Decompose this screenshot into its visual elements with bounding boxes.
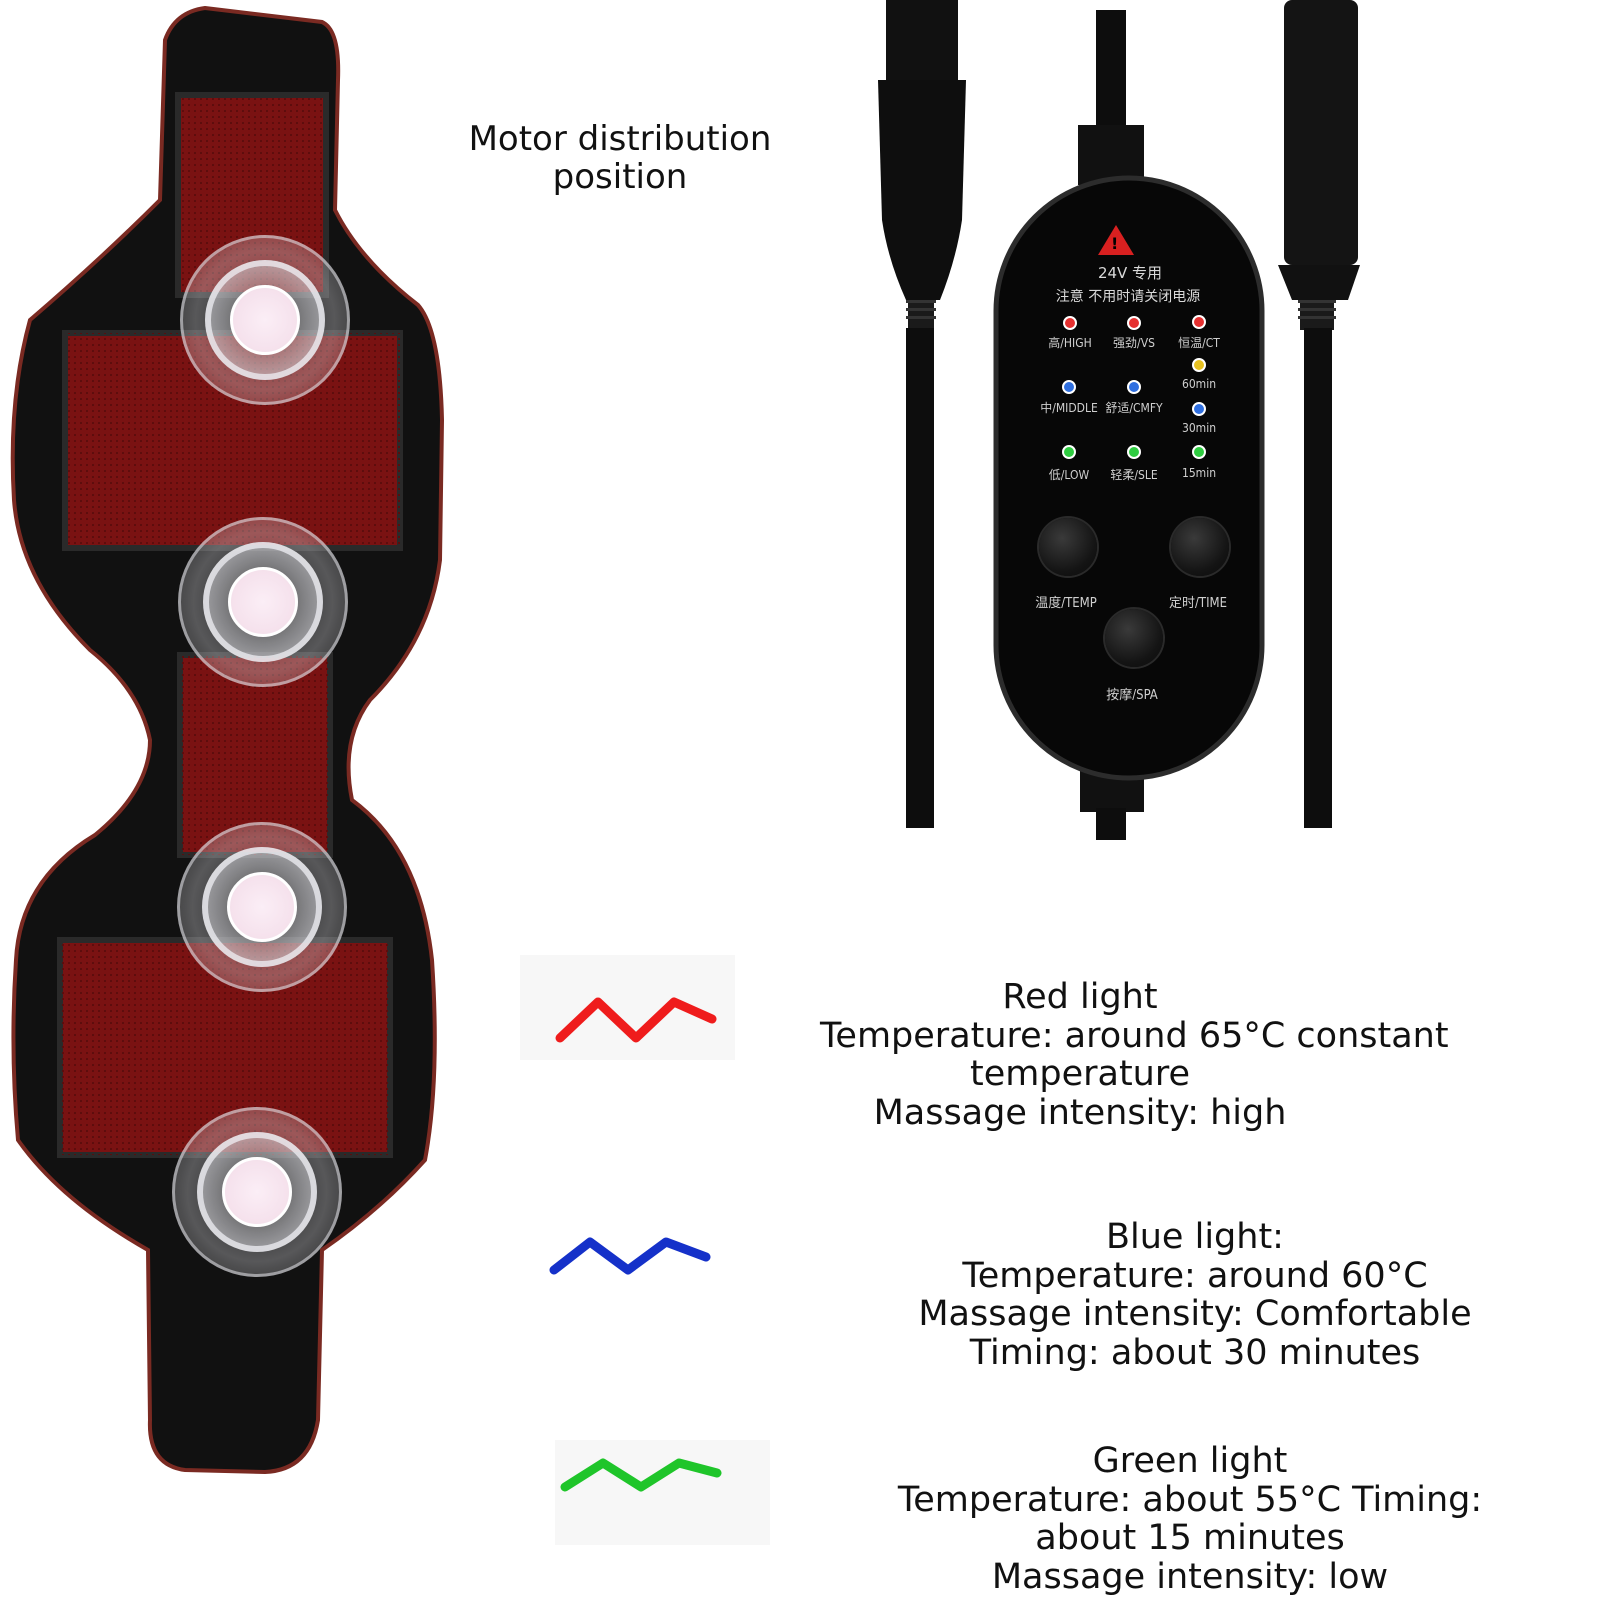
led-label-15min: 15min [1181,466,1217,480]
green-light-line-2: Temperature: about 55°C Timing: [897,1479,1483,1520]
led-15min [1192,445,1206,459]
motor-distribution-title: Motor distribution position [420,120,820,196]
title-line-1: Motor distribution [468,119,772,159]
led-cmfy [1127,380,1141,394]
motor-2 [178,517,348,687]
spa-button[interactable] [1105,609,1163,667]
remote-notice-label: 注意 不用时请关闭电源 [1055,289,1201,305]
green-light-title: Green light [1092,1441,1288,1481]
red-light-title: Red light [1002,977,1158,1017]
led-label-high: 高/HIGH [1048,336,1092,350]
spa-button-label: 按摩/SPA [1106,688,1158,703]
led-label-30min: 30min [1181,421,1217,435]
green-wave-icon [560,1458,722,1492]
motor-1 [180,235,350,405]
red-wave-icon [555,997,717,1043]
led-middle [1062,380,1076,394]
led-sle [1127,445,1141,459]
led-label-middle: 中/MIDDLE [1040,401,1098,415]
led-label-sle: 轻柔/SLE [1110,468,1158,482]
massage-belt-illustration [10,5,445,1475]
time-button-label: 定时/TIME [1168,596,1228,611]
remote-controller-illustration [878,0,1360,840]
green-light-description: Green light Temperature: about 55°C Timi… [895,1442,1485,1596]
blue-light-description: Blue light: Temperature: around 60°C Mas… [905,1218,1485,1372]
blue-light-line-3: Massage intensity: Comfortable [918,1294,1472,1334]
blue-light-title: Blue light: [1106,1217,1284,1257]
time-button[interactable] [1171,518,1229,576]
led-ct [1192,315,1206,329]
green-light-line-3: about 15 minutes [1035,1518,1345,1558]
blue-wave-swatch [520,1215,735,1320]
title-line-2: position [552,157,688,197]
led-label-vs: 强劲/VS [1113,336,1155,350]
led-low [1062,445,1076,459]
motor-4 [172,1107,342,1277]
led-30min [1192,402,1206,416]
warning-icon [1098,225,1134,255]
red-light-description: Red light Temperature: around 65°C const… [820,977,1449,1133]
temp-button[interactable] [1039,518,1097,576]
led-high [1063,316,1077,330]
red-light-line-4: Massage intensity: high [873,1092,1287,1133]
blue-wave-icon [549,1237,711,1275]
blue-light-line-2: Temperature: around 60°C [962,1255,1428,1296]
led-label-ct: 恒温/CT [1178,336,1220,350]
green-light-line-4: Massage intensity: low [991,1556,1389,1597]
motor-3 [177,822,347,992]
red-light-line-2: Temperature: around 65°C constant [820,1015,1449,1056]
led-label-60min: 60min [1181,377,1217,391]
led-vs [1127,316,1141,330]
blue-light-line-4: Timing: about 30 minutes [969,1332,1421,1373]
remote-voltage-label: 24V 专用 [1097,264,1163,282]
temp-button-label: 温度/TEMP [1035,596,1097,611]
red-wave-swatch [520,955,735,1060]
green-wave-swatch [555,1440,770,1545]
led-label-cmfy: 舒适/CMFY [1105,401,1163,415]
led-60min [1192,358,1206,372]
led-label-low: 低/LOW [1048,468,1090,482]
red-light-line-3: temperature [970,1054,1190,1094]
